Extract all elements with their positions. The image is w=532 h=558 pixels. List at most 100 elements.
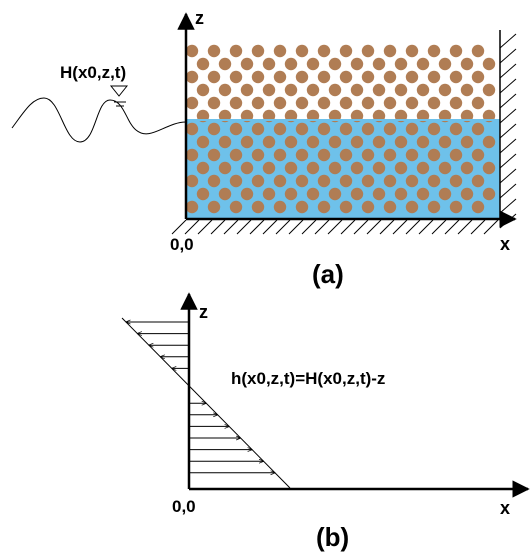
hatch-line xyxy=(379,219,395,235)
soil-grain xyxy=(405,148,419,162)
soil-grain xyxy=(405,96,419,110)
hatch-line xyxy=(288,219,304,235)
hatch-line xyxy=(210,219,226,235)
origin-label-b: 0,0 xyxy=(172,497,196,516)
bottom-base-hatching xyxy=(171,219,499,235)
soil-grain xyxy=(361,44,375,58)
soil-grain xyxy=(196,57,210,71)
soil-grain xyxy=(339,148,353,162)
hatch-line xyxy=(483,219,499,235)
soil-grain xyxy=(438,57,452,71)
soil-grain xyxy=(273,200,287,214)
hatch-line xyxy=(392,219,408,235)
soil-grain xyxy=(405,44,419,58)
hatch-line xyxy=(499,78,517,94)
hatch-line xyxy=(223,219,239,235)
panel-b: z x 0,0 h(x0,z,t)=H(x0,z,t)-z (b) xyxy=(121,292,530,552)
soil-grain xyxy=(251,96,265,110)
soil-grain xyxy=(394,161,408,175)
soil-grain xyxy=(306,135,320,149)
river-wave xyxy=(11,97,187,143)
soil-grain xyxy=(262,187,276,201)
soil-grain xyxy=(284,135,298,149)
water-level-marker-icon xyxy=(109,85,129,97)
soil-grain xyxy=(207,96,221,110)
head-equation: h(x0,z,t)=H(x0,z,t)-z xyxy=(231,369,385,388)
soil-grain xyxy=(295,96,309,110)
soil-grain xyxy=(262,135,276,149)
soil-grain xyxy=(471,148,485,162)
soil-grain xyxy=(339,122,353,136)
soil-grain xyxy=(471,122,485,136)
soil-grain xyxy=(438,83,452,97)
soil-grain xyxy=(361,70,375,84)
soil-grain xyxy=(240,83,254,97)
soil-grain xyxy=(471,174,485,188)
soil-grain xyxy=(273,96,287,110)
soil-grain xyxy=(317,148,331,162)
hatch-line xyxy=(236,219,252,235)
soil-grain xyxy=(207,174,221,188)
soil-grain xyxy=(207,200,221,214)
soil-grains xyxy=(185,44,496,214)
soil-grain xyxy=(207,44,221,58)
hatch-line xyxy=(499,198,517,214)
hatch-line xyxy=(405,219,421,235)
soil-grain xyxy=(328,187,342,201)
hatch-line xyxy=(499,93,517,109)
hatch-line xyxy=(444,219,460,235)
soil-grain xyxy=(317,174,331,188)
soil-grain xyxy=(449,148,463,162)
hatch-line xyxy=(262,219,278,235)
soil-grain xyxy=(416,57,430,71)
soil-grain xyxy=(449,122,463,136)
soil-grain xyxy=(317,70,331,84)
soil-grain xyxy=(317,122,331,136)
soil-grain xyxy=(383,174,397,188)
soil-grain xyxy=(438,187,452,201)
right-wall-hatching xyxy=(499,33,517,229)
soil-grain xyxy=(306,161,320,175)
soil-grain xyxy=(185,200,199,214)
soil-grain xyxy=(471,70,485,84)
soil-grain xyxy=(251,148,265,162)
soil-grain xyxy=(460,83,474,97)
hatch-line xyxy=(340,219,356,235)
soil-grain xyxy=(317,200,331,214)
hatch-line xyxy=(366,219,382,235)
soil-grain xyxy=(339,70,353,84)
soil-grain xyxy=(295,70,309,84)
soil-grain xyxy=(251,122,265,136)
panel-a: z x 0,0 H(x0,z,t) (a) xyxy=(11,8,517,289)
hatch-line xyxy=(499,138,517,154)
soil-grain xyxy=(394,57,408,71)
soil-grain xyxy=(229,122,243,136)
soil-grain xyxy=(196,135,210,149)
soil-grain xyxy=(361,174,375,188)
soil-grain xyxy=(339,44,353,58)
soil-grain xyxy=(328,57,342,71)
soil-grain xyxy=(284,57,298,71)
soil-grain xyxy=(372,187,386,201)
soil-grain xyxy=(361,96,375,110)
soil-grain xyxy=(295,122,309,136)
soil-grain xyxy=(405,122,419,136)
origin-label-a: 0,0 xyxy=(170,235,194,254)
soil-grain xyxy=(394,83,408,97)
soil-grain xyxy=(438,161,452,175)
soil-grain xyxy=(361,148,375,162)
soil-grain xyxy=(273,148,287,162)
soil-grain xyxy=(449,174,463,188)
soil-grain xyxy=(185,96,199,110)
hatch-line xyxy=(418,219,434,235)
hatch-line xyxy=(499,123,517,139)
soil-grain xyxy=(328,161,342,175)
soil-grain xyxy=(427,122,441,136)
hatch-line xyxy=(275,219,291,235)
soil-grain xyxy=(460,187,474,201)
soil-grain xyxy=(350,83,364,97)
caption-a: (a) xyxy=(312,259,344,289)
soil-grain xyxy=(295,174,309,188)
hatch-line xyxy=(184,219,200,235)
hatch-line xyxy=(499,48,517,64)
